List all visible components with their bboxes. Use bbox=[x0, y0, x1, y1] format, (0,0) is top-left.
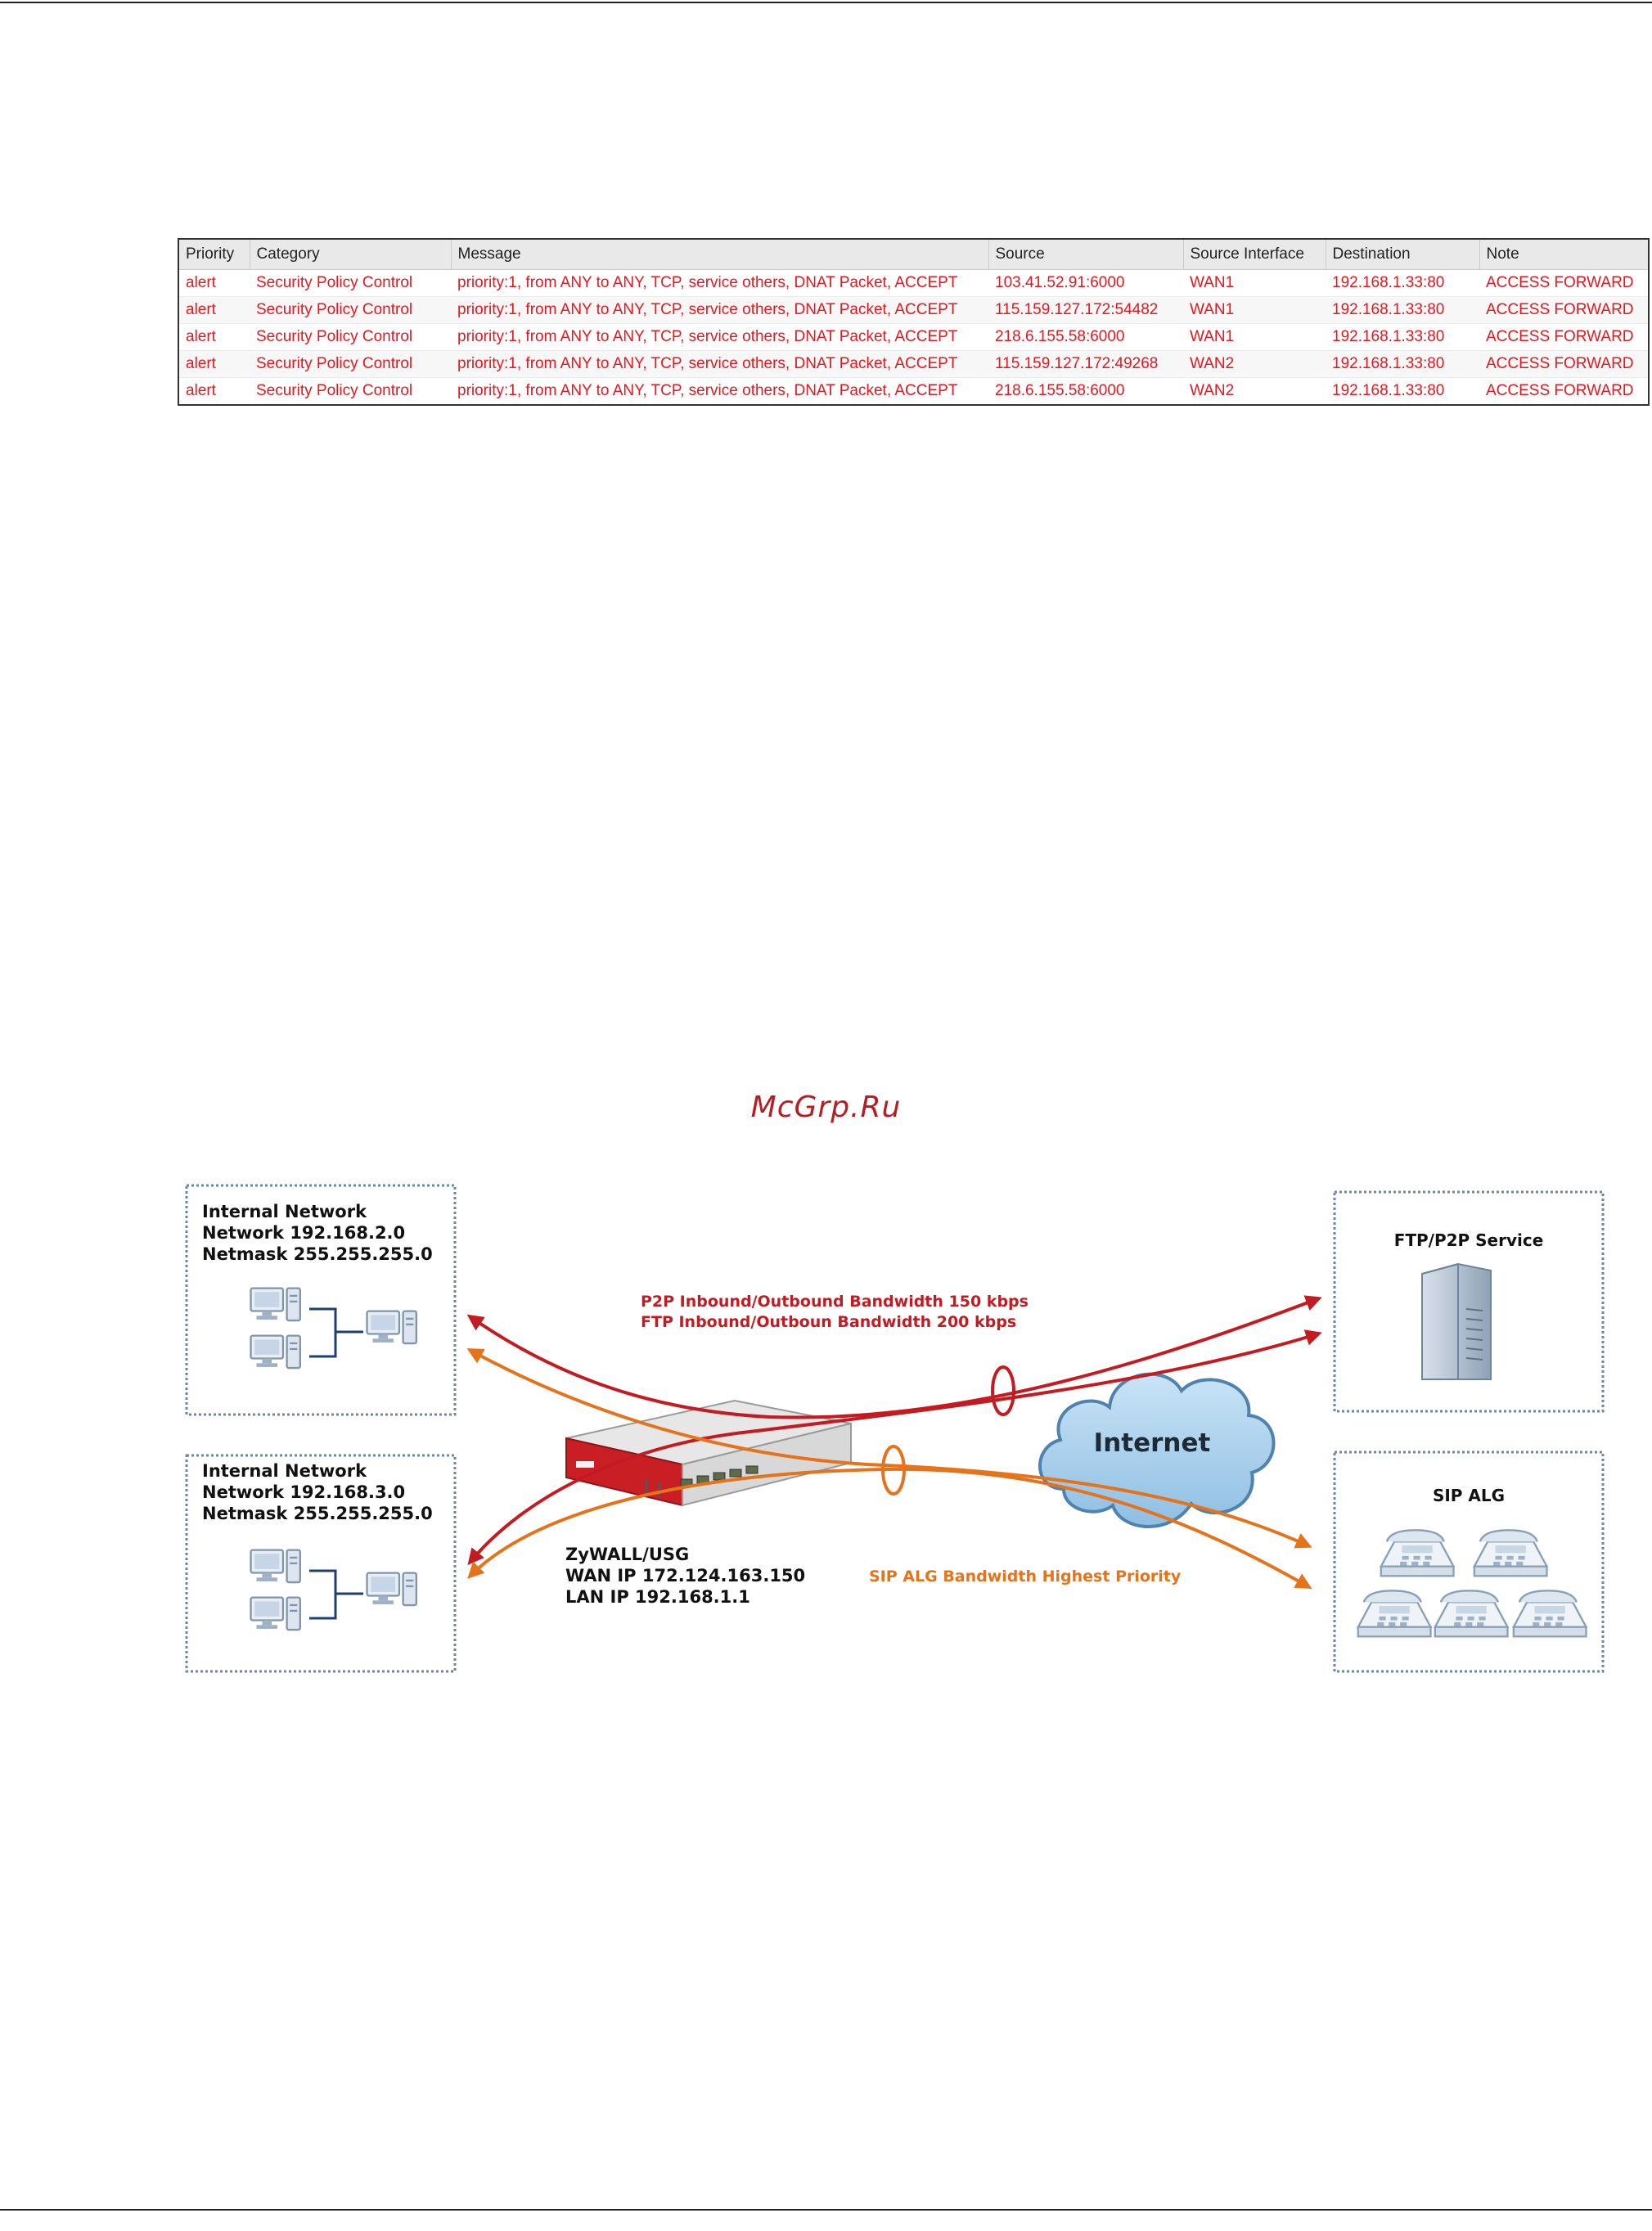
internal-network-box-2: Internal Network Network 192.168.3.0 Net… bbox=[185, 1454, 457, 1673]
traffic-flows bbox=[466, 1295, 1322, 1589]
cell-destination: 192.168.1.33:80 bbox=[1326, 323, 1479, 351]
cell-destination: 192.168.1.33:80 bbox=[1326, 377, 1479, 404]
column-header-priority[interactable]: Priority bbox=[179, 240, 250, 270]
log-table: Priority Category Message Source Source … bbox=[179, 240, 1648, 404]
device-name: ZyWALL/USG bbox=[565, 1545, 689, 1564]
cell-priority: alert bbox=[179, 377, 250, 404]
server-icon bbox=[1421, 1262, 1492, 1380]
top-rule bbox=[0, 2, 1652, 3]
log-table-panel: Priority Category Message Source Source … bbox=[178, 238, 1650, 406]
cell-note: ACCESS FORWARD bbox=[1479, 269, 1648, 297]
computer-group-icon bbox=[250, 1549, 418, 1631]
network1-network: Network 192.168.2.0 bbox=[202, 1223, 405, 1243]
table-row[interactable]: alert Security Policy Control priority:1… bbox=[179, 377, 1648, 404]
column-header-source[interactable]: Source bbox=[988, 240, 1184, 270]
column-header-message[interactable]: Message bbox=[451, 240, 989, 270]
cell-source-interface: WAN1 bbox=[1183, 269, 1326, 297]
computer-group-icon bbox=[250, 1287, 418, 1370]
p2p-bandwidth-label: P2P Inbound/Outbound Bandwidth 150 kbps bbox=[641, 1293, 1029, 1311]
cell-priority: alert bbox=[179, 269, 250, 297]
cell-source-interface: WAN2 bbox=[1183, 377, 1326, 404]
cell-destination: 192.168.1.33:80 bbox=[1326, 296, 1479, 324]
sip-alg-box: SIP ALG bbox=[1333, 1451, 1605, 1673]
cell-source-interface: WAN1 bbox=[1183, 323, 1326, 351]
cell-source-interface: WAN1 bbox=[1183, 296, 1326, 324]
cell-category: Security Policy Control bbox=[250, 377, 451, 404]
ftp-bandwidth-label: FTP Inbound/Outboun Bandwidth 200 kbps bbox=[641, 1313, 1016, 1331]
log-table-header-row: Priority Category Message Source Source … bbox=[179, 240, 1648, 270]
device-wan-ip: WAN IP 172.124.163.150 bbox=[565, 1566, 805, 1586]
cell-note: ACCESS FORWARD bbox=[1479, 350, 1648, 378]
table-row[interactable]: alert Security Policy Control priority:1… bbox=[179, 296, 1648, 324]
table-row[interactable]: alert Security Policy Control priority:1… bbox=[179, 269, 1648, 297]
table-row[interactable]: alert Security Policy Control priority:1… bbox=[179, 350, 1648, 378]
ftp-box-title: FTP/P2P Service bbox=[1394, 1230, 1544, 1250]
column-header-source-interface[interactable]: Source Interface bbox=[1183, 240, 1326, 270]
network1-title: Internal Network bbox=[202, 1202, 367, 1221]
bottom-rule bbox=[0, 2209, 1652, 2211]
cell-category: Security Policy Control bbox=[250, 269, 451, 297]
device-lan-ip: LAN IP 192.168.1.1 bbox=[565, 1587, 750, 1607]
network2-netmask: Netmask 255.255.255.0 bbox=[202, 1504, 433, 1523]
cell-source: 115.159.127.172:49268 bbox=[988, 350, 1183, 378]
cell-category: Security Policy Control bbox=[250, 296, 451, 324]
sip-box-title: SIP ALG bbox=[1433, 1486, 1505, 1505]
cell-source: 218.6.155.58:6000 bbox=[988, 377, 1183, 404]
cell-note: ACCESS FORWARD bbox=[1479, 323, 1648, 351]
ftp-p2p-service-box: FTP/P2P Service bbox=[1333, 1190, 1605, 1413]
column-header-destination[interactable]: Destination bbox=[1326, 240, 1480, 270]
internet-cloud-icon: Internet bbox=[1038, 1372, 1276, 1528]
cell-source: 218.6.155.58:6000 bbox=[988, 323, 1183, 351]
table-row[interactable]: alert Security Policy Control priority:1… bbox=[179, 323, 1648, 351]
sip-bandwidth-label: SIP ALG Bandwidth Highest Priority bbox=[869, 1568, 1182, 1586]
cell-priority: alert bbox=[179, 350, 250, 378]
network2-title: Internal Network bbox=[202, 1461, 367, 1481]
network1-netmask: Netmask 255.255.255.0 bbox=[202, 1244, 433, 1264]
cell-source: 103.41.52.91:6000 bbox=[988, 269, 1183, 297]
cell-message: priority:1, from ANY to ANY, TCP, servic… bbox=[451, 269, 988, 297]
watermark-text: McGrp.Ru bbox=[750, 1091, 902, 1124]
cell-note: ACCESS FORWARD bbox=[1479, 377, 1648, 404]
cell-priority: alert bbox=[179, 323, 250, 351]
phone-group-icon bbox=[1357, 1529, 1587, 1638]
cell-note: ACCESS FORWARD bbox=[1479, 296, 1648, 324]
network2-network: Network 192.168.3.0 bbox=[202, 1482, 405, 1502]
cell-category: Security Policy Control bbox=[250, 323, 451, 351]
cell-message: priority:1, from ANY to ANY, TCP, servic… bbox=[451, 296, 988, 324]
column-header-category[interactable]: Category bbox=[250, 240, 452, 270]
cell-source-interface: WAN2 bbox=[1183, 350, 1326, 378]
column-header-note[interactable]: Note bbox=[1479, 240, 1648, 270]
cell-source: 115.159.127.172:54482 bbox=[988, 296, 1183, 324]
cell-message: priority:1, from ANY to ANY, TCP, servic… bbox=[451, 323, 988, 351]
cell-priority: alert bbox=[179, 296, 250, 324]
cell-message: priority:1, from ANY to ANY, TCP, servic… bbox=[451, 350, 988, 378]
internal-network-box-1: Internal Network Network 192.168.2.0 Net… bbox=[185, 1184, 457, 1416]
cell-message: priority:1, from ANY to ANY, TCP, servic… bbox=[451, 377, 988, 404]
internet-label: Internet bbox=[1094, 1428, 1211, 1458]
cell-category: Security Policy Control bbox=[250, 350, 451, 378]
cell-destination: 192.168.1.33:80 bbox=[1326, 269, 1479, 297]
cell-destination: 192.168.1.33:80 bbox=[1326, 350, 1479, 378]
